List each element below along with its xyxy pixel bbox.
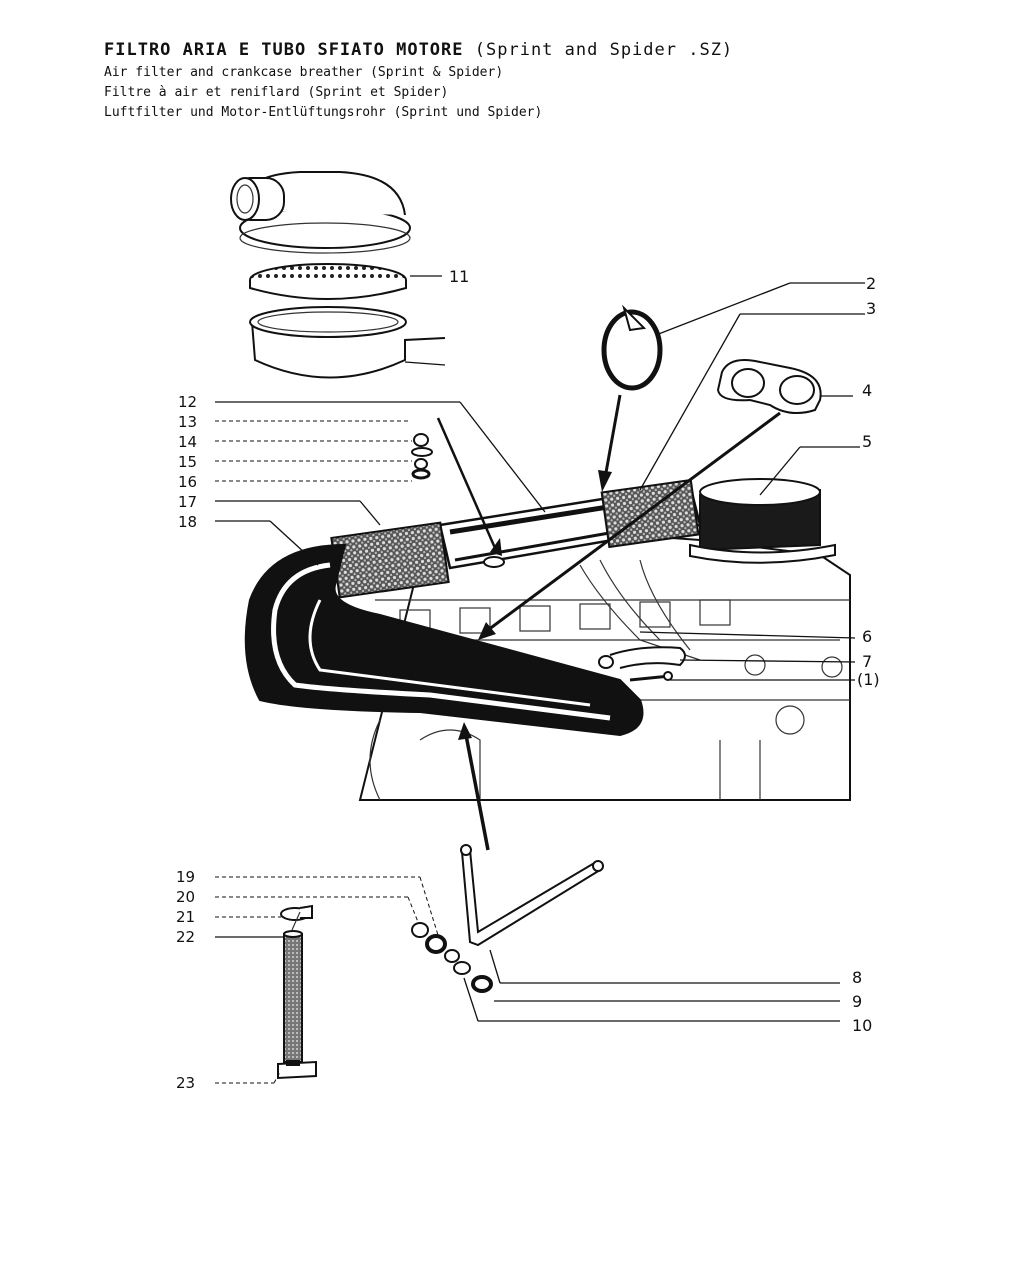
nut-washer-stack bbox=[411, 433, 433, 480]
callout-22: 22 bbox=[176, 928, 195, 946]
air-filter-cover bbox=[230, 171, 411, 254]
callout-18: 18 bbox=[178, 513, 197, 531]
breather-fittings bbox=[598, 646, 686, 682]
callout-19: 19 bbox=[176, 868, 195, 886]
hose-sleeve-front bbox=[600, 478, 700, 549]
callout-11: 11 bbox=[449, 267, 469, 286]
title-main-line: FILTRO ARIA E TUBO SFIATO MOTORE (Sprint… bbox=[104, 40, 733, 60]
drain-fitting bbox=[277, 1060, 317, 1080]
callout-14: 14 bbox=[178, 433, 197, 451]
filter-bowl bbox=[249, 306, 446, 379]
callout-9: 9 bbox=[852, 992, 862, 1011]
callout-20: 20 bbox=[176, 888, 195, 906]
title-german: Luftfilter und Motor-Entlüftungsrohr (Sp… bbox=[104, 105, 543, 120]
callout-15: 15 bbox=[178, 453, 197, 471]
filter-element bbox=[249, 263, 407, 300]
small-hose-clip bbox=[280, 904, 313, 921]
callout-6: 6 bbox=[862, 627, 872, 646]
title-variant: (Sprint and Spider .SZ) bbox=[474, 40, 734, 60]
air-box bbox=[689, 478, 836, 564]
bent-breather-pipe bbox=[244, 543, 644, 737]
title-french: Filtre à air et reniflard (Sprint et Spi… bbox=[104, 85, 449, 100]
callout-17: 17 bbox=[178, 493, 197, 511]
title-block: FILTRO ARIA E TUBO SFIATO MOTORE (Sprint… bbox=[104, 40, 733, 120]
callout-21: 21 bbox=[176, 908, 195, 926]
callout-4: 4 bbox=[862, 381, 872, 400]
leader-lines bbox=[215, 275, 865, 1084]
washers-group bbox=[411, 922, 493, 993]
callout-1: (1) bbox=[857, 670, 880, 689]
callout-2: 2 bbox=[866, 274, 876, 293]
callout-8: 8 bbox=[852, 968, 862, 987]
callout-7: 7 bbox=[862, 652, 872, 671]
callout-13: 13 bbox=[178, 413, 197, 431]
support-bracket bbox=[460, 844, 604, 947]
callout-labels: 11 2 3 4 5 6 7 (1) 12 13 14 15 16 17 18 … bbox=[176, 267, 880, 1092]
gasket-plate bbox=[716, 359, 822, 415]
callout-16: 16 bbox=[178, 473, 197, 491]
hose-clamp bbox=[601, 304, 663, 391]
callout-3: 3 bbox=[866, 299, 876, 318]
callout-10: 10 bbox=[852, 1016, 872, 1035]
callout-5: 5 bbox=[862, 432, 872, 451]
assembly-arrows bbox=[291, 394, 781, 931]
title-italian: FILTRO ARIA E TUBO SFIATO MOTORE bbox=[104, 40, 464, 60]
title-english: Air filter and crankcase breather (Sprin… bbox=[104, 65, 504, 80]
callout-23: 23 bbox=[176, 1074, 195, 1092]
callout-12: 12 bbox=[178, 393, 197, 411]
drain-tube bbox=[283, 930, 303, 1063]
